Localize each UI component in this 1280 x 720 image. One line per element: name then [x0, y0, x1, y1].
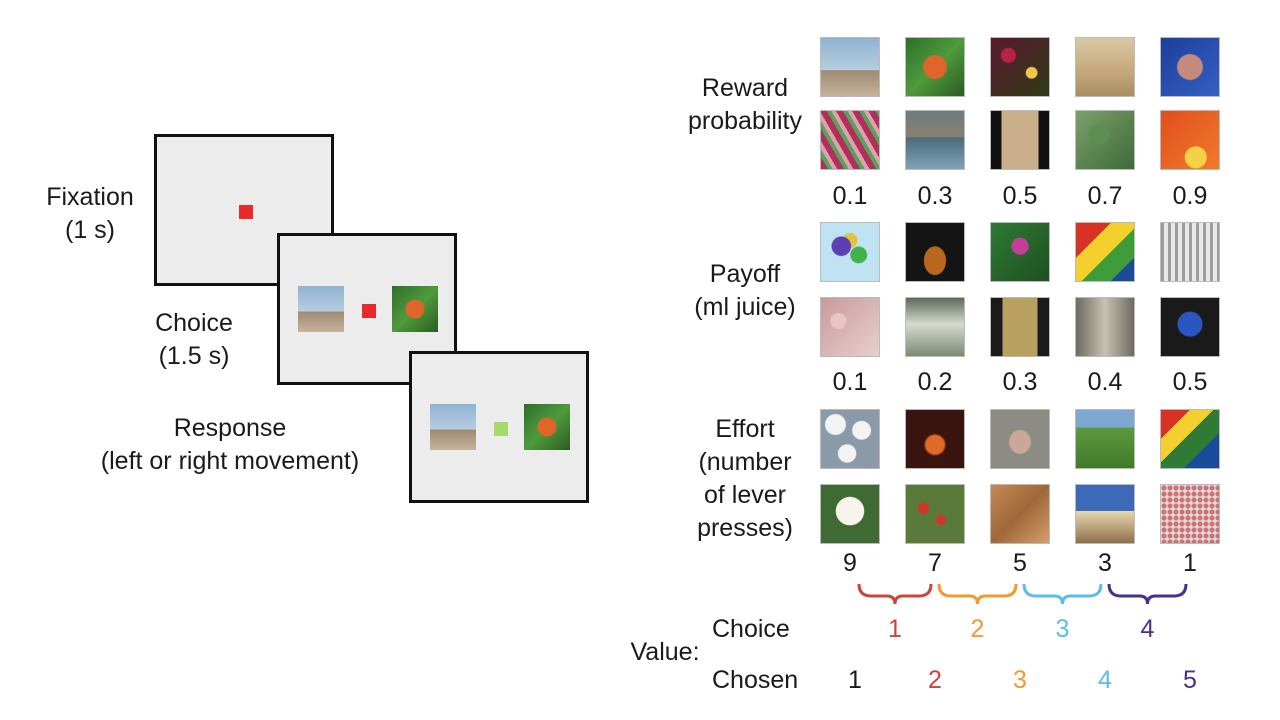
reward-top-image-4 [1075, 37, 1135, 97]
reward-bottom-image-1 [820, 110, 880, 170]
reward-bottom-image-5 [1160, 110, 1220, 170]
lighthouse-image [430, 404, 476, 450]
reward-top-image-3 [990, 37, 1050, 97]
reward-value-2: 0.3 [917, 182, 953, 210]
payoff-value-2: 0.2 [917, 368, 953, 396]
effort-value-3: 5 [1013, 549, 1027, 577]
chosen-value-1: 1 [848, 666, 862, 694]
choice-label: Choice (1.5 s) [155, 309, 233, 370]
payoff-bottom-image-5 [1160, 297, 1220, 357]
payoff-bottom-image-3 [990, 297, 1050, 357]
payoff-value-3: 0.3 [1002, 368, 1038, 396]
choice-value-label: Choice [712, 615, 790, 643]
reward-label: Reward probability [688, 74, 802, 135]
choice-cue [362, 304, 376, 318]
effort-value-1: 9 [843, 549, 857, 577]
reward-value-3: 0.5 [1002, 182, 1038, 210]
choice-value-3: 3 [1055, 615, 1070, 643]
butterfly-image [524, 404, 570, 450]
payoff-bottom-image-2 [905, 297, 965, 357]
effort-value-4: 3 [1098, 549, 1112, 577]
payoff-value-1: 0.1 [832, 368, 868, 396]
brace-2 [937, 583, 1018, 605]
payoff-top-image-3 [990, 222, 1050, 282]
payoff-bottom-image-4 [1075, 297, 1135, 357]
payoff-top-image-1 [820, 222, 880, 282]
fixation-cue [239, 205, 253, 219]
effort-top-image-5 [1160, 409, 1220, 469]
effort-value-5: 1 [1183, 549, 1197, 577]
effort-top-image-3 [990, 409, 1050, 469]
choice-value-4: 4 [1140, 615, 1155, 643]
reward-top-image-1 [820, 37, 880, 97]
fixation-label: Fixation (1 s) [46, 183, 134, 244]
choice-value-1: 1 [888, 615, 902, 643]
effort-bottom-image-2 [905, 484, 965, 544]
response-cue [494, 422, 508, 436]
chosen-value-2: 2 [928, 666, 942, 694]
effort-top-image-4 [1075, 409, 1135, 469]
chosen-value-label: Chosen [712, 666, 799, 694]
payoff-top-image-5 [1160, 222, 1220, 282]
payoff-top-image-4 [1075, 222, 1135, 282]
response-screen [409, 351, 589, 503]
reward-top-image-5 [1160, 37, 1220, 97]
effort-bottom-image-1 [820, 484, 880, 544]
effort-bottom-image-4 [1075, 484, 1135, 544]
reward-bottom-image-2 [905, 110, 965, 170]
chosen-value-3: 3 [1013, 666, 1027, 694]
chosen-value-5: 5 [1183, 666, 1197, 694]
payoff-value-5: 0.5 [1172, 368, 1208, 396]
reward-value-5: 0.9 [1172, 182, 1208, 210]
butterfly-image [392, 286, 438, 332]
reward-top-image-2 [905, 37, 965, 97]
payoff-label: Payoff (ml juice) [694, 260, 796, 321]
payoff-value-4: 0.4 [1087, 368, 1123, 396]
effort-bottom-image-3 [990, 484, 1050, 544]
brace-3 [1022, 583, 1103, 605]
reward-value-1: 0.1 [832, 182, 868, 210]
payoff-bottom-image-1 [820, 297, 880, 357]
choice-value-2: 2 [970, 615, 985, 643]
payoff-top-image-2 [905, 222, 965, 282]
brace-4 [1107, 583, 1188, 605]
effort-top-image-1 [820, 409, 880, 469]
effort-bottom-image-5 [1160, 484, 1220, 544]
effort-top-image-2 [905, 409, 965, 469]
reward-bottom-image-4 [1075, 110, 1135, 170]
brace-1 [857, 583, 933, 605]
effort-value-2: 7 [928, 549, 942, 577]
chosen-value-4: 4 [1098, 666, 1112, 694]
reward-value-4: 0.7 [1087, 182, 1123, 210]
lighthouse-image [298, 286, 344, 332]
response-label: Response (left or right movement) [100, 414, 360, 475]
effort-label: Effort (number of lever presses) [697, 415, 793, 542]
value-label: Value: [630, 638, 700, 666]
reward-bottom-image-3 [990, 110, 1050, 170]
